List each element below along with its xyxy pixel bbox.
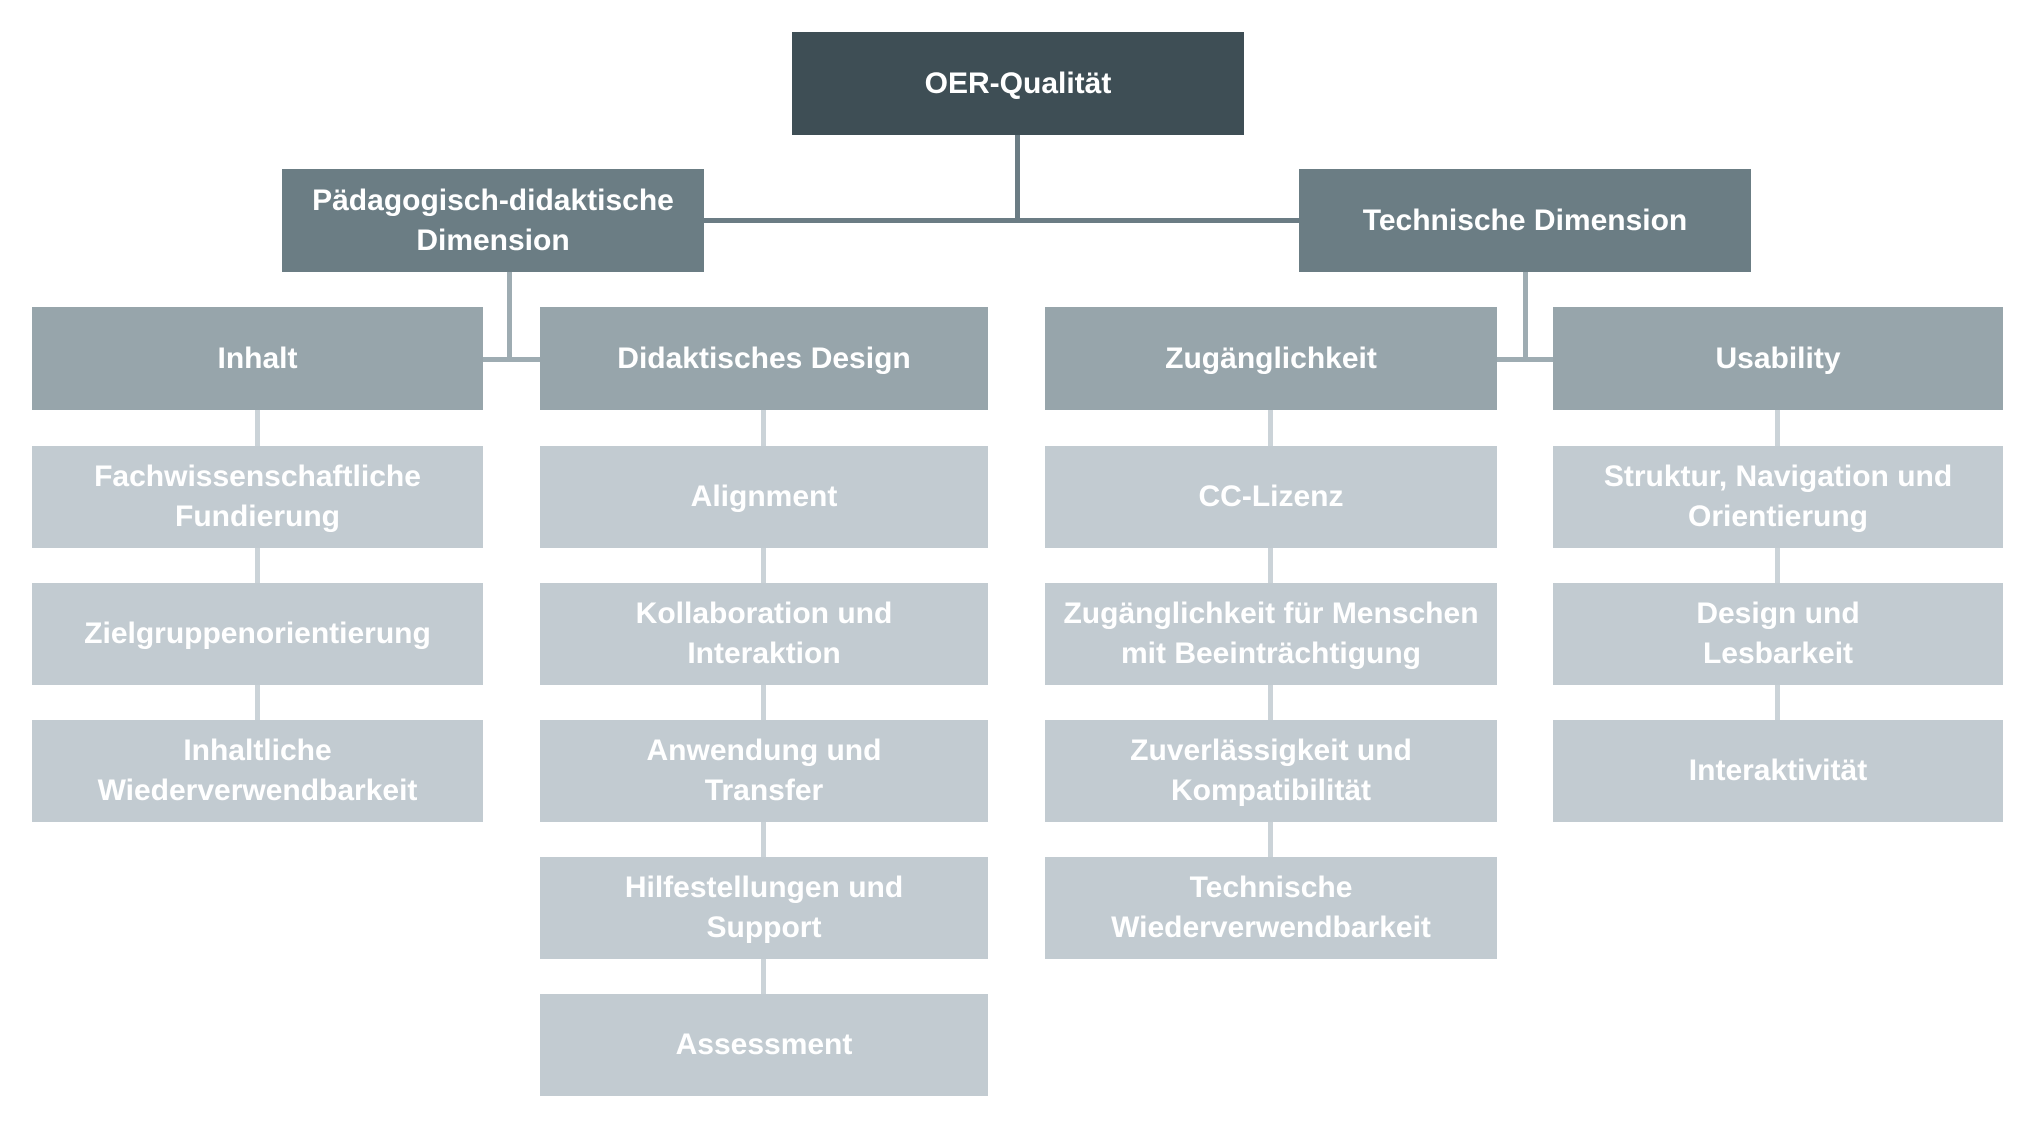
node-alignment: Alignment xyxy=(540,446,988,548)
connector-bridge-right xyxy=(1497,357,1553,362)
node-didaktisches-design: Didaktisches Design xyxy=(540,307,988,410)
node-technische-dimension: Technische Dimension xyxy=(1299,169,1751,272)
connector-dimensions-horizontal xyxy=(704,218,1299,223)
connector-technisch-trunk xyxy=(1523,271,1528,362)
node-usability: Usability xyxy=(1553,307,2003,410)
connector-bridge-left xyxy=(483,357,540,362)
connector-paedagogisch-trunk xyxy=(507,271,512,362)
node-zielgruppenorientierung: Zielgruppenorientierung xyxy=(32,583,483,685)
node-assessment: Assessment xyxy=(540,994,988,1096)
node-struktur-navigation-orientierung: Struktur, Navigation und Orientierung xyxy=(1553,446,2003,548)
node-interaktivitaet: Interaktivität xyxy=(1553,720,2003,822)
node-zugaenglichkeit: Zugänglichkeit xyxy=(1045,307,1497,410)
node-technische-wiederverwendbarkeit: Technische Wiederverwendbarkeit xyxy=(1045,857,1497,959)
node-hilfestellungen-support: Hilfestellungen und Support xyxy=(540,857,988,959)
connector-column-usability xyxy=(1775,409,1780,722)
connector-column-inhalt xyxy=(255,409,260,722)
node-inhaltliche-wiederverwendbarkeit: Inhaltliche Wiederverwendbarkeit xyxy=(32,720,483,822)
node-kollaboration-interaktion: Kollaboration und Interaktion xyxy=(540,583,988,685)
node-anwendung-transfer: Anwendung und Transfer xyxy=(540,720,988,822)
node-oer-qualitaet: OER-Qualität xyxy=(792,32,1244,135)
connector-root-trunk xyxy=(1015,133,1020,221)
node-cc-lizenz: CC-Lizenz xyxy=(1045,446,1497,548)
connector-column-didaktisches-design xyxy=(761,409,766,996)
node-design-lesbarkeit: Design und Lesbarkeit xyxy=(1553,583,2003,685)
node-paedagogisch-didaktische-dimension: Pädagogisch-didaktische Dimension xyxy=(282,169,704,272)
node-fachwissenschaftliche-fundierung: Fachwissenschaftliche Fundierung xyxy=(32,446,483,548)
node-inhalt: Inhalt xyxy=(32,307,483,410)
node-zuverlaessigkeit-kompatibilitaet: Zuverlässigkeit und Kompatibilität xyxy=(1045,720,1497,822)
node-zugaenglichkeit-beeintraechtigung: Zugänglichkeit für Menschen mit Beeinträ… xyxy=(1045,583,1497,685)
